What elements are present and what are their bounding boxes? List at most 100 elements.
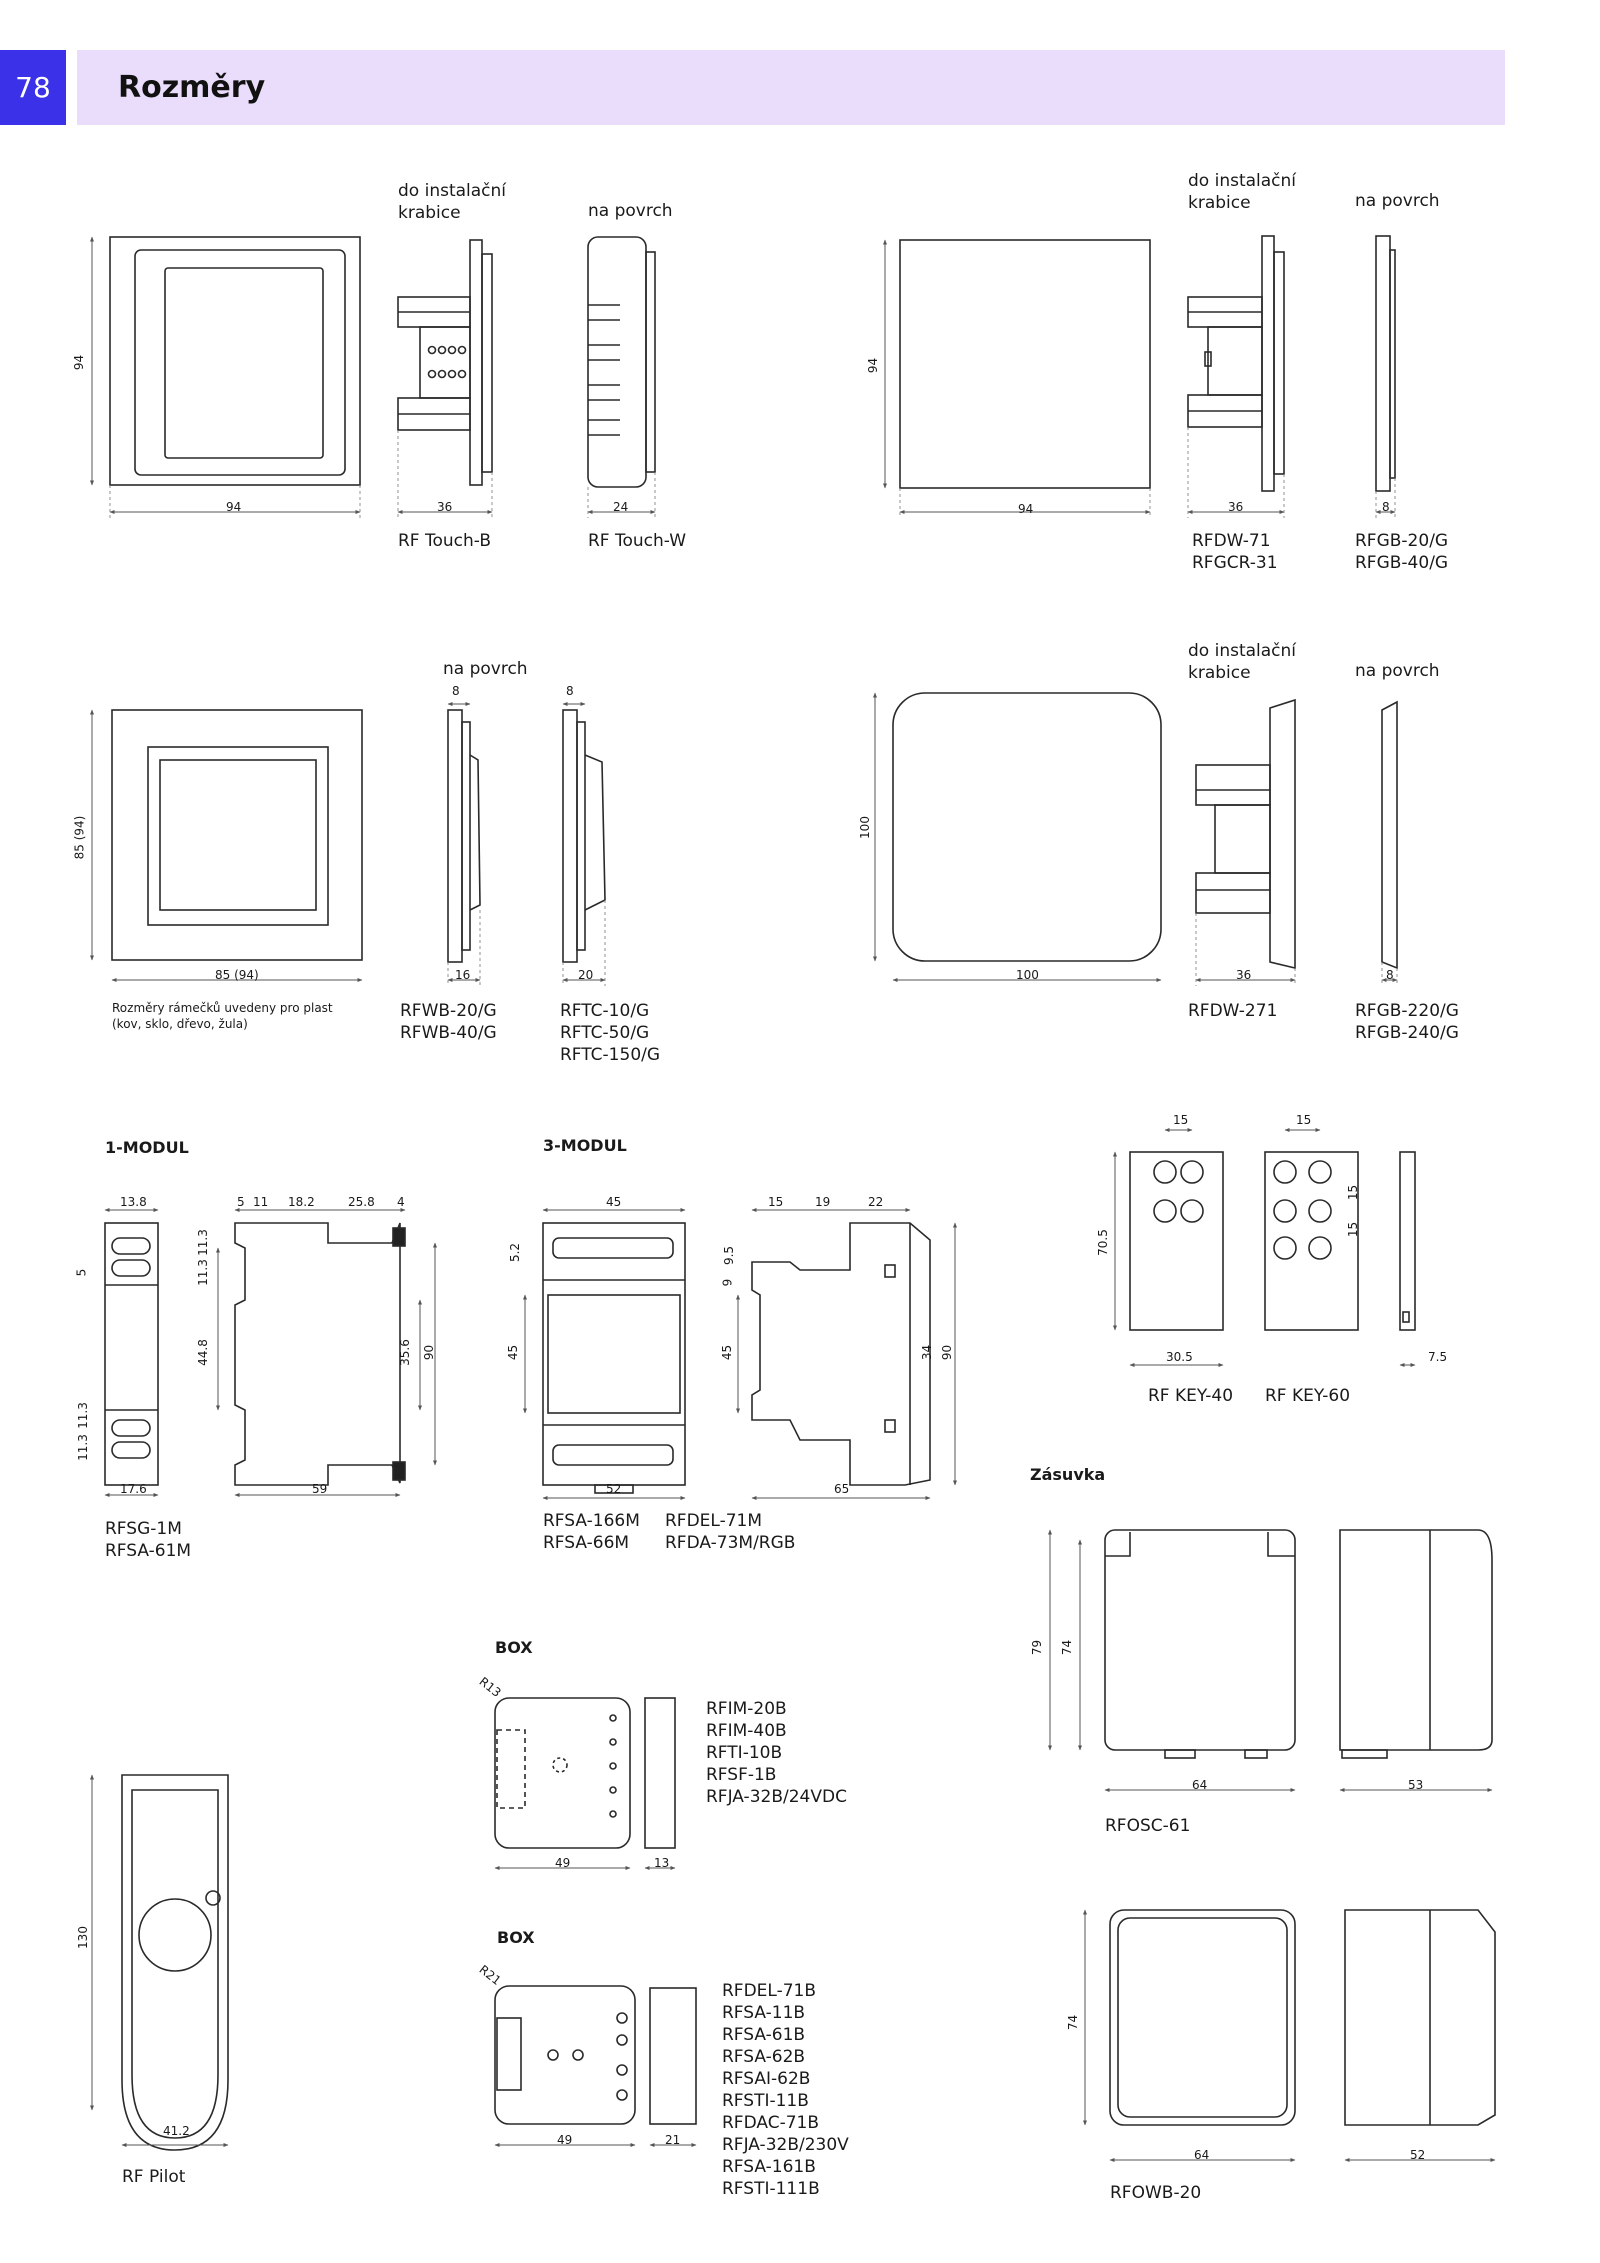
rfkey60-drawing [1264, 1151, 1359, 1331]
dim-rfwb-height: 85 (94) [72, 815, 87, 860]
dim-key-70-5: 70.5 [1095, 1229, 1110, 1256]
dim-rfdw271-depth: 36 [1236, 968, 1252, 982]
caption-surface-1: na povrch [588, 201, 673, 221]
rfowb-side-drawing [1344, 1909, 1496, 2126]
dim-key60-15a: 15 [1346, 1184, 1361, 1201]
dim-rfgb20-depth: 8 [1382, 500, 1390, 514]
extension-lines [109, 427, 1398, 986]
dim-rfowb-64: 64 [1194, 2148, 1210, 2162]
dim-rfdw271-height: 100 [857, 816, 872, 839]
dim-m1-17-6: 17.6 [120, 1482, 147, 1496]
dim-key60-15b: 15 [1346, 1221, 1361, 1238]
dim-rfosc-64: 64 [1192, 1778, 1208, 1792]
dim-m1-front-width: 13.8 [120, 1195, 147, 1209]
caption-surface-2: na povrch [1355, 191, 1440, 211]
dim-touch-height: 94 [72, 354, 87, 371]
dim-m3-5-2: 5.2 [508, 1242, 523, 1263]
dim-m3-22: 22 [868, 1195, 884, 1209]
dim-rfdw71-height: 94 [866, 357, 881, 374]
rfdw271-side-drawing [1195, 698, 1296, 970]
dim-key-30-5: 30.5 [1166, 1350, 1193, 1364]
dim-m1-25-8: 25.8 [348, 1195, 375, 1209]
dim-rfosc-74: 74 [1060, 1639, 1075, 1656]
modul3-front-drawing [542, 1222, 686, 1494]
dim-m1-11-3c: 11.3 [75, 1402, 90, 1429]
rfwb-frame-front-drawing [111, 709, 363, 961]
dim-m3-90: 90 [940, 1344, 955, 1361]
page-title: Rozměry [118, 70, 266, 105]
dim-m1-44-8: 44.8 [195, 1339, 210, 1366]
dim-m3-34: 34 [920, 1344, 935, 1361]
box1-front-drawing [494, 1697, 631, 1849]
dim-rftc-top: 8 [566, 684, 574, 698]
dim-rfwb-width: 85 (94) [215, 968, 259, 982]
model-rfkey40: RF KEY-40 [1148, 1386, 1234, 1406]
rftc-side-drawing [562, 709, 606, 963]
page-number: 78 [15, 71, 51, 104]
header-bar [77, 50, 1505, 125]
section-box2: BOX [497, 1928, 535, 1947]
modul3-side-drawing [751, 1222, 931, 1486]
dim-m1-5v: 5 [74, 1268, 89, 1277]
caption-surface-3: na povrch [443, 659, 528, 679]
dim-box1-13: 13 [654, 1856, 670, 1870]
dimension-lines [90, 236, 1496, 2162]
section-modul1: 1-MODUL [105, 1138, 189, 1157]
dim-m3-front-45: 45 [506, 1344, 521, 1361]
dim-key60-15: 15 [1296, 1113, 1312, 1127]
model-rf-pilot: RF Pilot [122, 2167, 186, 2187]
dim-box1-49: 49 [555, 1856, 571, 1870]
rfdw271-front-drawing [892, 692, 1162, 962]
box2-front-drawing [494, 1985, 636, 2125]
dim-touch-b-depth: 36 [437, 500, 453, 514]
rfkey40-drawing [1129, 1151, 1224, 1331]
rfdw71-front-drawing [899, 239, 1151, 489]
rfowb-front-drawing [1109, 1909, 1296, 2126]
dim-key-7-5: 7.5 [1428, 1350, 1448, 1364]
dim-rfosc-53: 53 [1408, 1778, 1424, 1792]
dim-m3-side-45: 45 [720, 1344, 735, 1361]
touch-b-side-drawing [397, 239, 493, 486]
dim-m1-11-3b: 11.3 [195, 1259, 210, 1286]
rf-pilot-drawing [121, 1774, 229, 2151]
dim-m3-9-5: 9.5 [722, 1245, 737, 1266]
dim-rfgb220-depth: 8 [1386, 968, 1394, 982]
modul1-side-drawing [234, 1222, 406, 1486]
section-modul3: 3-MODUL [543, 1136, 627, 1155]
page-number-badge: 78 [0, 50, 66, 125]
dim-m1-18-2: 18.2 [288, 1195, 315, 1209]
dim-rfdw271-width: 100 [1016, 968, 1039, 982]
touch-w-side-drawing [587, 236, 656, 488]
model-touch-w: RF Touch-W [588, 531, 687, 551]
dim-pilot-41-2: 41.2 [163, 2124, 190, 2138]
dim-touch-w-depth: 24 [613, 500, 629, 514]
dim-rftc-depth: 20 [578, 968, 594, 982]
dim-m1-5: 5 [237, 1195, 245, 1209]
dim-m3-65: 65 [834, 1482, 850, 1496]
dim-m3-15: 15 [768, 1195, 784, 1209]
section-box1: BOX [495, 1638, 533, 1657]
touch-front-drawing [109, 236, 361, 486]
model-rfosc: RFOSC-61 [1105, 1816, 1191, 1836]
dim-pilot-130: 130 [75, 1926, 90, 1949]
model-rfdw271: RFDW-271 [1188, 1001, 1278, 1021]
model-touch-b: RF Touch-B [398, 531, 491, 551]
frames-note: Rozměry rámečků uvedeny pro plast(kov, s… [112, 1001, 333, 1031]
dim-m3-45: 45 [606, 1195, 622, 1209]
rfgb20-side-drawing [1375, 235, 1396, 492]
box1-side-drawing [644, 1697, 676, 1849]
dim-m1-90: 90 [422, 1344, 437, 1361]
modul1-front-drawing [104, 1222, 159, 1486]
dim-rfdw71-width: 94 [1018, 502, 1034, 516]
rfwb-side-drawing [447, 709, 481, 963]
